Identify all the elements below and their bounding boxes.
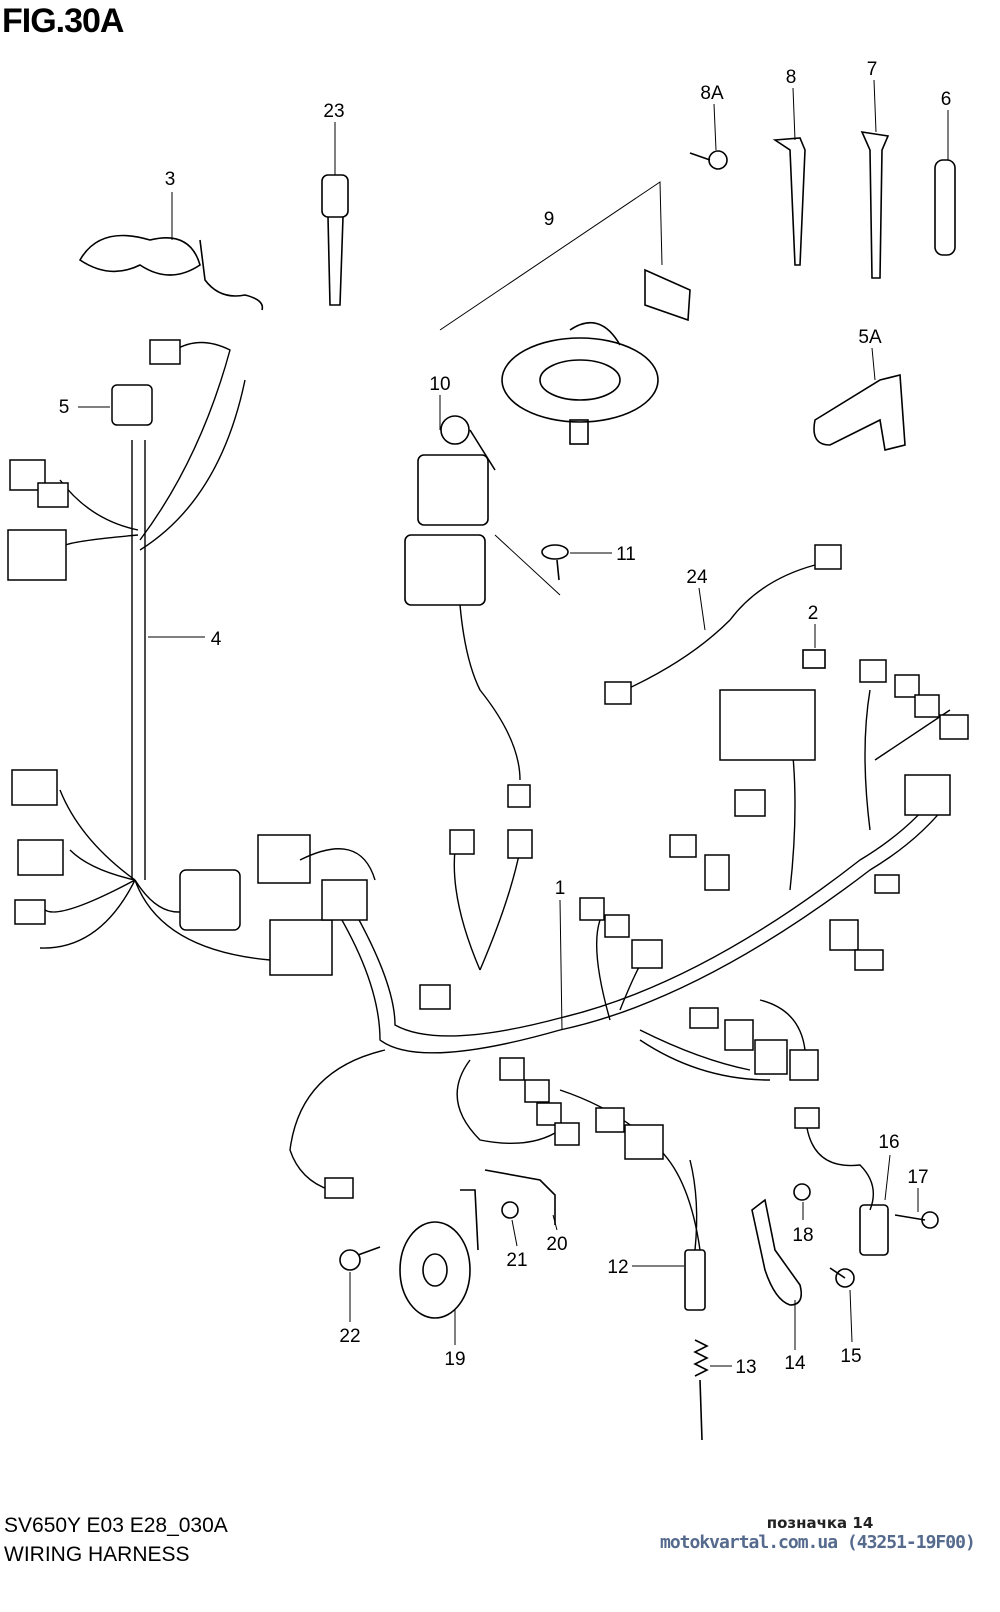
callout-6: 6 <box>941 89 952 110</box>
callout-1: 1 <box>555 878 566 899</box>
part-7-cable-tie[interactable] <box>860 79 890 279</box>
part-2-fuse[interactable] <box>802 624 826 669</box>
part-18-washer[interactable] <box>793 1183 811 1220</box>
part-11-screw[interactable] <box>541 544 612 581</box>
callout-2: 2 <box>808 603 819 624</box>
part-10-ignition-switch[interactable] <box>404 395 561 808</box>
part-15-bolt[interactable] <box>829 1267 855 1343</box>
callout-14: 14 <box>784 1353 806 1374</box>
callout-8a: 8A <box>700 83 724 104</box>
callout-10: 10 <box>429 374 450 395</box>
callout-17: 17 <box>907 1167 928 1188</box>
callout-11: 11 <box>616 544 636 565</box>
callout-9: 9 <box>544 209 555 230</box>
callout-24: 24 <box>686 567 708 588</box>
callout-21: 21 <box>506 1250 527 1271</box>
part-19-horn[interactable] <box>399 1189 479 1345</box>
callout-23: 23 <box>323 101 344 122</box>
watermark: motokvartal.com.ua (43251-19F00) <box>660 1532 976 1553</box>
part-3-clamp[interactable] <box>78 192 264 311</box>
part-9-lock-set[interactable] <box>439 181 691 445</box>
part-5A-bracket[interactable] <box>813 347 906 451</box>
part-1-main-harness[interactable] <box>289 659 969 1251</box>
part-22-bolt[interactable] <box>339 1246 381 1322</box>
callout-20: 20 <box>546 1234 567 1255</box>
part-12-switch[interactable] <box>632 1159 706 1311</box>
callout-8: 8 <box>786 67 797 88</box>
part-21-bolt[interactable] <box>501 1201 519 1247</box>
callout-19: 19 <box>444 1349 465 1370</box>
part-16-sensor[interactable] <box>794 1107 891 1256</box>
sheet-title: WIRING HARNESS <box>4 1543 190 1566</box>
mark-label: позначка 14 <box>766 1514 874 1532</box>
part-24-lead-wire[interactable] <box>604 544 842 705</box>
part-20-bracket[interactable] <box>484 1169 558 1231</box>
callout-5a: 5A <box>858 327 882 348</box>
part-14-bracket[interactable] <box>751 1198 803 1350</box>
part-17-bolt[interactable] <box>894 1188 939 1229</box>
callout-3: 3 <box>165 169 176 190</box>
callout-4: 4 <box>211 629 222 650</box>
part-6-clip[interactable] <box>934 110 956 256</box>
part-23-key[interactable] <box>321 122 349 306</box>
part-13-spring[interactable] <box>693 1339 732 1441</box>
callout-13: 13 <box>735 1357 756 1378</box>
part-5-connector[interactable] <box>78 384 153 426</box>
model-code: SV650Y E03 E28_030A <box>4 1514 228 1537</box>
part-8A-bolt[interactable] <box>689 103 728 170</box>
callout-16: 16 <box>878 1132 899 1153</box>
callout-7: 7 <box>867 59 878 80</box>
callout-12: 12 <box>607 1257 628 1278</box>
callout-5: 5 <box>59 397 70 418</box>
callout-22: 22 <box>339 1326 360 1347</box>
figure-title: FIG.30A <box>2 2 124 40</box>
part-8-cable-tie[interactable] <box>772 87 806 266</box>
callout-15: 15 <box>840 1346 861 1367</box>
callout-18: 18 <box>792 1225 813 1246</box>
part-4-sub-harness[interactable] <box>7 339 333 976</box>
